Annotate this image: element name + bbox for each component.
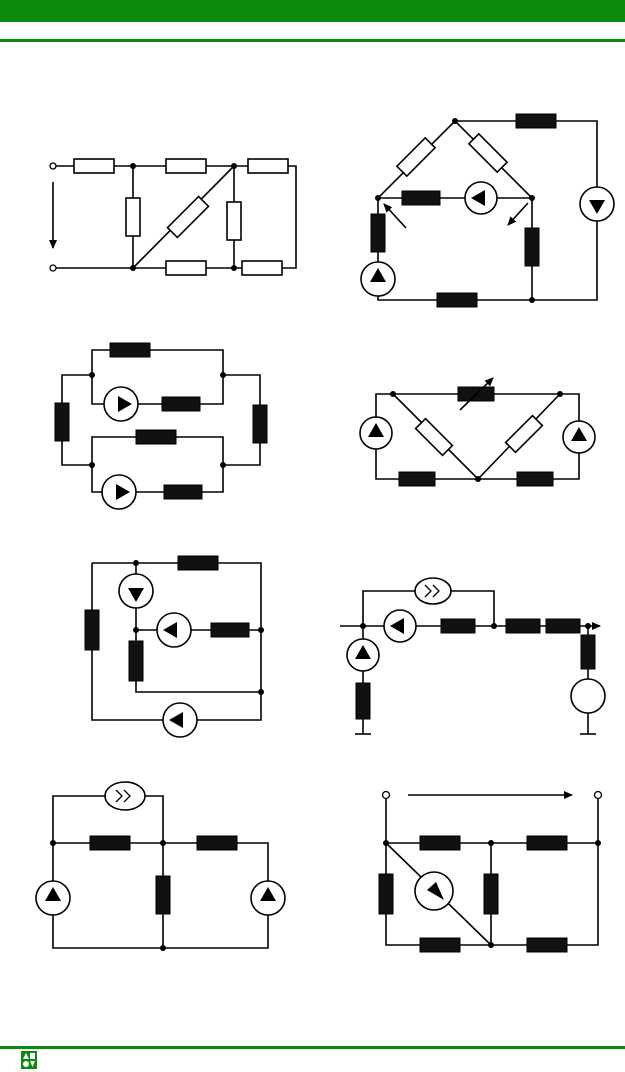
- circuit-7: [35, 781, 286, 951]
- resistor-r1: [395, 136, 437, 178]
- resistor-r5: [226, 201, 242, 241]
- header-rule: [0, 39, 625, 42]
- resistor-r2: [161, 396, 201, 412]
- resistor-r3: [135, 429, 177, 445]
- resistor-r1: [419, 835, 461, 851]
- resistor-r8: [241, 260, 283, 276]
- resistor-r2: [165, 158, 207, 174]
- resistor-r4: [163, 484, 203, 500]
- terminal-a: [381, 790, 391, 800]
- resistor-r2: [196, 835, 238, 851]
- resistor-r3: [515, 113, 557, 129]
- resistor-r5: [370, 213, 386, 253]
- footer-rule: [0, 1046, 625, 1049]
- resistor-r2: [414, 417, 454, 457]
- resistor-r4: [128, 640, 144, 682]
- resistor-r5: [419, 937, 461, 953]
- circuit-6: [340, 577, 606, 735]
- circuit-1: [49, 158, 297, 276]
- resistor-r7: [436, 292, 478, 308]
- resistor-r2: [526, 835, 568, 851]
- dependent-source: [414, 577, 452, 605]
- circuit-5: [84, 555, 264, 738]
- resistor-r2: [467, 132, 509, 174]
- resistor-r4: [355, 682, 371, 720]
- circuit-4: [359, 377, 596, 487]
- resistor-r3: [210, 622, 250, 638]
- resistor-r3: [247, 158, 289, 174]
- resistor-r4: [483, 873, 499, 915]
- resistor-r1: [440, 618, 476, 634]
- voltage-source-e2: [570, 678, 606, 714]
- resistor-r5: [580, 634, 596, 670]
- resistor-r7: [165, 260, 207, 276]
- resistor-r6: [166, 195, 210, 239]
- dependent-source: [104, 781, 146, 811]
- resistor-r3: [504, 414, 544, 454]
- resistor-r2: [84, 609, 100, 651]
- resistor-r4: [398, 471, 436, 487]
- resistor-r3: [155, 875, 171, 915]
- resistor-r5: [54, 402, 70, 442]
- terminal-b: [49, 264, 57, 272]
- header-bar: [0, 0, 625, 22]
- resistor-r4: [125, 197, 141, 237]
- resistor-r3: [545, 618, 581, 634]
- switch-arrow-1: [383, 203, 407, 229]
- circuit-8: [378, 790, 603, 953]
- resistor-r2: [505, 618, 541, 634]
- resistor-r6: [526, 937, 568, 953]
- publisher-logo-icon: [21, 1051, 37, 1069]
- resistor-r5: [516, 471, 554, 487]
- resistor-r1: [89, 835, 131, 851]
- resistor-r1: [109, 342, 151, 358]
- circuit-2: [360, 113, 615, 308]
- resistor-r6: [252, 404, 268, 444]
- resistor-r3: [378, 873, 394, 915]
- resistor-r1: [73, 158, 115, 174]
- resistor-r4: [401, 190, 441, 206]
- resistor-r1: [177, 555, 219, 571]
- switch-arrow-2: [507, 202, 529, 226]
- resistor-r6: [524, 227, 540, 267]
- variable-arrow: [459, 377, 494, 411]
- terminal-b: [593, 790, 603, 800]
- terminal-a: [49, 162, 57, 170]
- circuit-3: [54, 342, 268, 510]
